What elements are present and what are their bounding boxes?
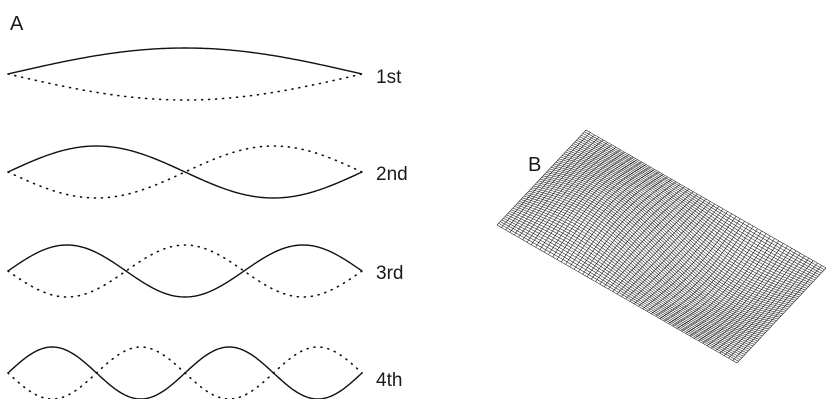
mode-3rd-dotted-curve [7, 244, 363, 298]
wave-modes [7, 47, 363, 399]
mode-2nd-dotted-curve [7, 145, 363, 199]
panel-a: A 1st 2nd 3rd 4th [7, 13, 408, 399]
mode-3rd-solid-curve [7, 244, 363, 298]
mode-1st-dotted-curve [7, 73, 363, 101]
mode-label-3rd: 3rd [376, 263, 403, 284]
mode-label-4th: 4th [376, 370, 402, 391]
mesh-gridlines [496, 129, 827, 364]
mode-1st-solid-curve [7, 47, 363, 75]
membrane-mesh-surface [496, 129, 827, 364]
panel-a-letter: A [10, 13, 24, 35]
mode-label-1st: 1st [376, 67, 402, 88]
mode-2nd-solid-curve [7, 145, 363, 199]
panel-b-letter: B [528, 154, 541, 176]
mode-label-2nd: 2nd [376, 164, 408, 185]
panel-b: B [496, 129, 827, 364]
mode-4th-dotted-curve [7, 346, 363, 399]
